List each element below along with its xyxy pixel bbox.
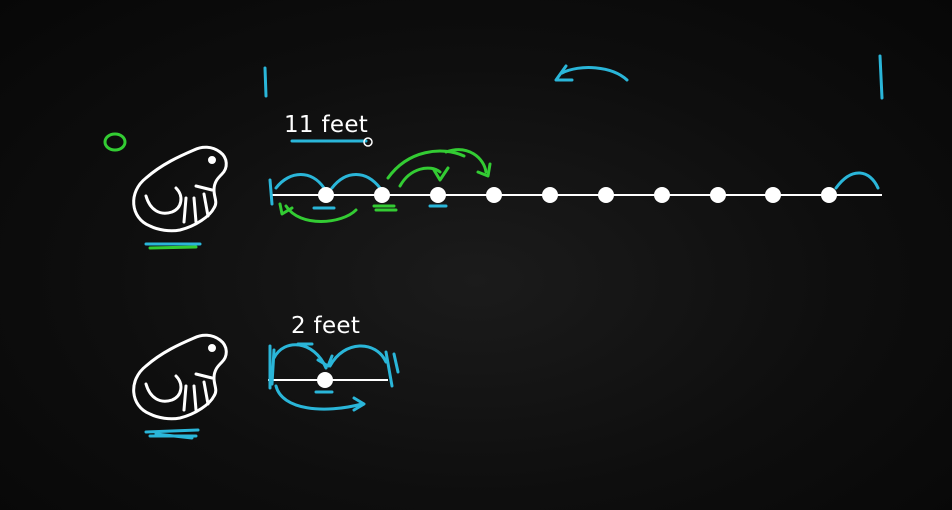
green-circle-mark xyxy=(103,132,127,152)
top-dot xyxy=(598,187,614,203)
top-dot xyxy=(821,187,837,203)
top-distance-label: 11 feet xyxy=(284,112,369,138)
frog-icon xyxy=(132,333,228,421)
bottom-hop-marks xyxy=(268,342,400,412)
frog-icon xyxy=(132,145,228,233)
top-dot xyxy=(430,187,446,203)
top-right-tick xyxy=(878,54,884,100)
top-dot xyxy=(654,187,670,203)
bottom-frog-scribble xyxy=(144,428,200,440)
top-dot xyxy=(542,187,558,203)
top-line-start-tick xyxy=(268,178,274,206)
top-dot xyxy=(765,187,781,203)
top-hop-arcs xyxy=(274,171,880,210)
top-green-arcs xyxy=(278,148,492,223)
top-left-tick xyxy=(263,66,268,98)
top-dot xyxy=(374,187,390,203)
bottom-dot xyxy=(317,372,333,388)
top-dot xyxy=(710,187,726,203)
undo-arrow-icon[interactable] xyxy=(554,64,629,82)
top-label-cursor-dot xyxy=(363,137,373,147)
top-frog-underline-green xyxy=(148,245,198,250)
top-dot xyxy=(318,187,334,203)
top-line-dots xyxy=(318,187,837,203)
top-dot xyxy=(486,187,502,203)
bottom-distance-label: 2 feet xyxy=(291,313,361,339)
